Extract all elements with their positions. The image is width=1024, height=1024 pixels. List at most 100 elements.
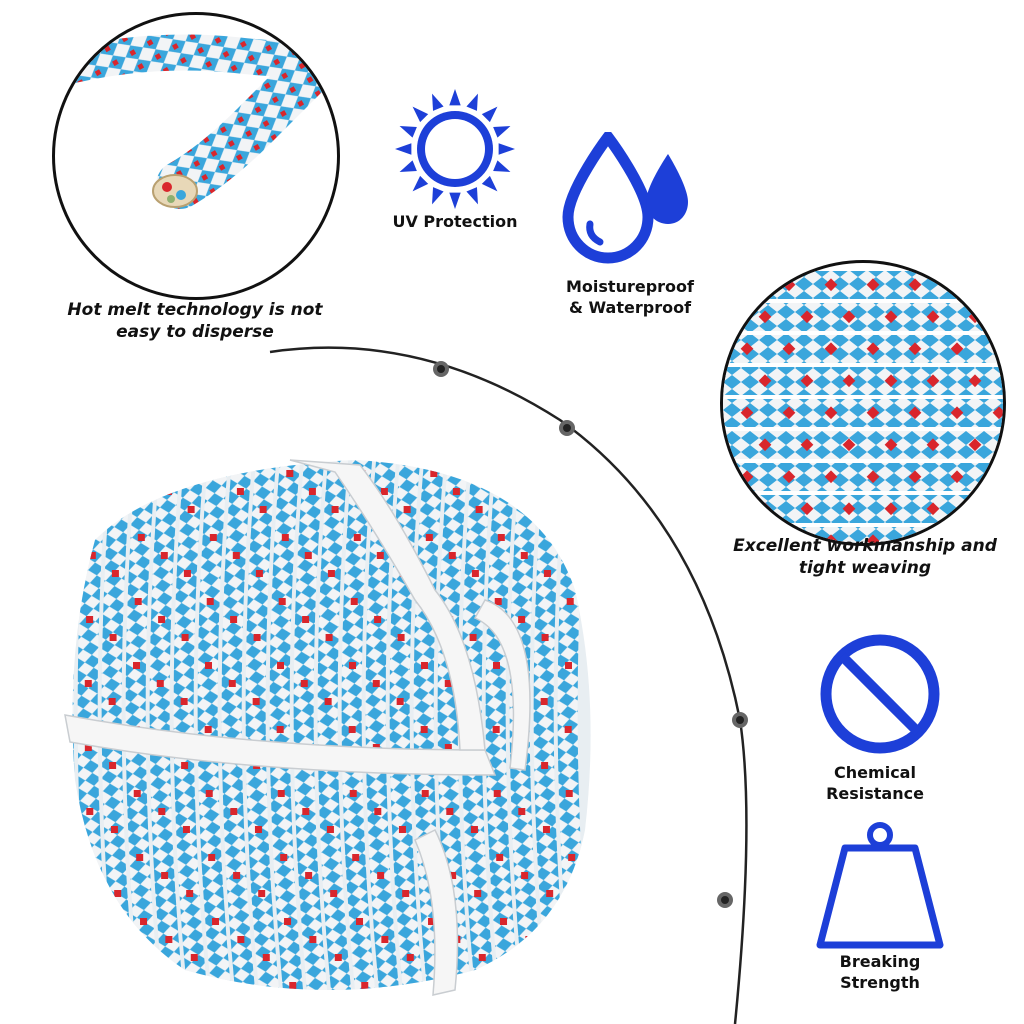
rope-fleck — [334, 954, 342, 961]
spool-coil — [389, 460, 426, 990]
label-line: & Waterproof — [568, 298, 692, 317]
rope-fleck — [111, 570, 119, 577]
rope-fleck — [377, 872, 385, 879]
rope-fleck — [406, 954, 414, 961]
rope-fleck — [448, 552, 456, 559]
rope-strand — [723, 431, 1003, 459]
rope-fleck — [276, 726, 284, 733]
rope-fleck — [374, 808, 382, 815]
rope-fleck — [304, 552, 312, 559]
rope-fleck — [109, 634, 117, 641]
sun-ray — [432, 93, 444, 111]
rope-fleck — [232, 552, 240, 559]
rope-strand — [723, 367, 1003, 395]
rope-fleck — [84, 680, 92, 687]
rope-fleck — [474, 890, 482, 897]
rope-end-image — [55, 21, 337, 209]
spool-coil — [485, 460, 522, 990]
rope-fleck — [64, 854, 71, 861]
rope-fleck — [133, 790, 141, 797]
caption-line: Excellent workmanship and — [733, 536, 997, 556]
rope-fleck — [396, 698, 404, 705]
rope-fleck — [186, 890, 194, 897]
rope-fleck — [230, 808, 238, 815]
rope-spool-image — [61, 459, 591, 1020]
rope-fleck — [478, 954, 486, 961]
rope-fleck — [300, 680, 308, 687]
rope-fleck — [557, 1018, 564, 1020]
rope-fleck — [171, 1000, 178, 1007]
sun-ray — [449, 89, 461, 106]
rope-fleck — [326, 826, 334, 833]
weaving-image — [723, 271, 1003, 543]
rope-fleck — [278, 598, 286, 605]
rope-fleck — [62, 790, 69, 797]
rope-fleck — [84, 744, 92, 751]
rope-fleck — [182, 826, 190, 833]
sun-ray — [399, 126, 417, 138]
rope-fleck — [165, 936, 173, 943]
rope-fleck — [255, 570, 263, 577]
rope-fleck — [496, 854, 504, 861]
rope-fleck — [133, 662, 141, 669]
rope-fleck — [164, 488, 172, 495]
sun-ray — [498, 143, 515, 155]
caption-line: easy to disperse — [116, 322, 274, 342]
arc-dots — [433, 361, 748, 908]
prohibited-icon — [820, 634, 940, 754]
rope-fleck — [262, 954, 270, 961]
rope-fleck — [243, 1000, 250, 1007]
weight-icon — [816, 822, 944, 949]
rope-fleck — [542, 826, 550, 833]
rope-fleck — [521, 872, 529, 879]
breaking-strength-label: Breaking Strength — [800, 951, 960, 993]
rope-fleck — [540, 698, 548, 705]
label-line: Chemical — [834, 763, 916, 782]
rope-fleck — [208, 854, 216, 861]
rope-fleck — [253, 634, 261, 641]
rope-fleck — [470, 826, 478, 833]
rope-fleck — [421, 662, 429, 669]
spool-coil — [245, 460, 282, 990]
rope-strand — [723, 495, 1003, 523]
rope-fleck — [156, 680, 164, 687]
rope-fleck — [277, 662, 285, 669]
rope-fleck — [134, 598, 142, 605]
rope-fleck — [564, 726, 572, 733]
rope-fleck — [565, 662, 573, 669]
rope-fleck — [541, 634, 549, 641]
rope-fleck — [73, 982, 81, 989]
rope-fleck — [99, 1000, 106, 1007]
rope-fleck — [61, 662, 68, 669]
rope-fleck — [302, 808, 310, 815]
rope-fleck — [89, 872, 97, 879]
rope-fleck — [430, 470, 438, 477]
sun-ray — [481, 175, 498, 192]
rope-fleck — [115, 506, 123, 513]
rope-fleck — [217, 982, 225, 989]
sun-ray — [493, 160, 511, 172]
rope-fleck — [230, 616, 238, 623]
rope-fleck — [236, 488, 244, 495]
rope-fleck — [566, 598, 574, 605]
rope-fleck — [413, 1018, 420, 1020]
rope-fleck — [315, 1000, 322, 1007]
spool-coil — [413, 460, 450, 990]
rope-fleck — [114, 890, 122, 897]
rope-fleck — [520, 552, 528, 559]
rope-fleck — [494, 598, 502, 605]
rope-fleck — [493, 662, 501, 669]
rope-fleck — [308, 488, 316, 495]
rope-fleck — [452, 488, 460, 495]
label-line: Moistureproof — [566, 277, 694, 296]
rope-fleck — [237, 936, 245, 943]
rope-fleck — [572, 918, 580, 925]
rope-fleck — [86, 616, 94, 623]
rope-fleck — [204, 726, 212, 733]
rope-fleck — [137, 534, 145, 541]
rope-end-closeup — [52, 12, 340, 300]
rope-fleck — [142, 470, 150, 477]
chemical-resistance-label: Chemical Resistance — [800, 762, 950, 804]
rope-fleck — [381, 936, 389, 943]
